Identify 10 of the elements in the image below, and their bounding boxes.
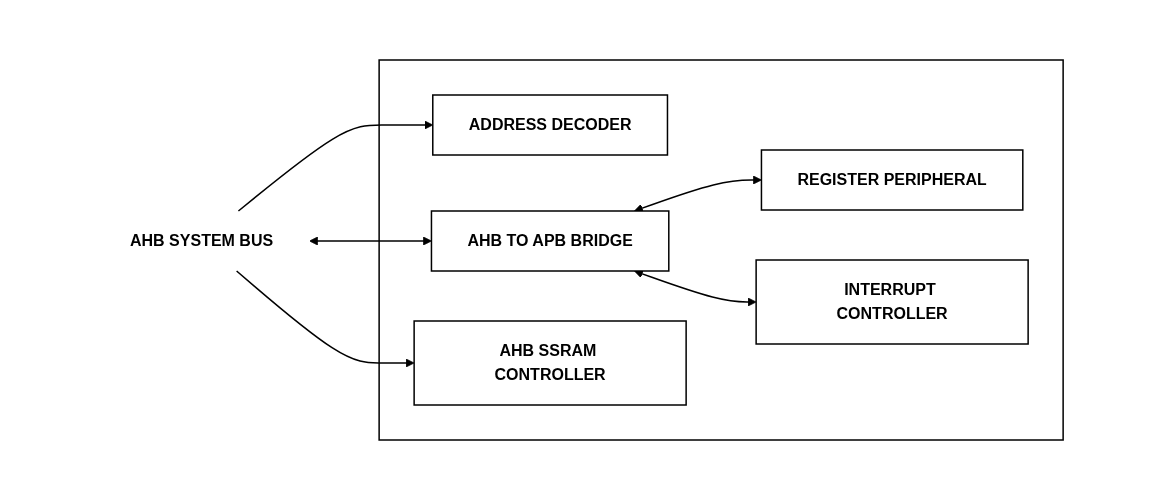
node-box: AHB TO APB BRIDGE bbox=[431, 209, 670, 272]
node-box: INTERRUPT CONTROLLER bbox=[755, 258, 1030, 345]
node-box: AHB SSRAM CONTROLLER bbox=[413, 319, 688, 406]
arrow bbox=[238, 120, 434, 212]
cluster bbox=[378, 58, 1065, 441]
arrow bbox=[236, 269, 415, 367]
arrow bbox=[634, 269, 757, 306]
node-box: REGISTER PERIPHERAL bbox=[761, 148, 1024, 211]
node-text: AHB SYSTEM BUS bbox=[130, 231, 274, 249]
node-box: ADDRESS DECODER bbox=[432, 93, 669, 156]
